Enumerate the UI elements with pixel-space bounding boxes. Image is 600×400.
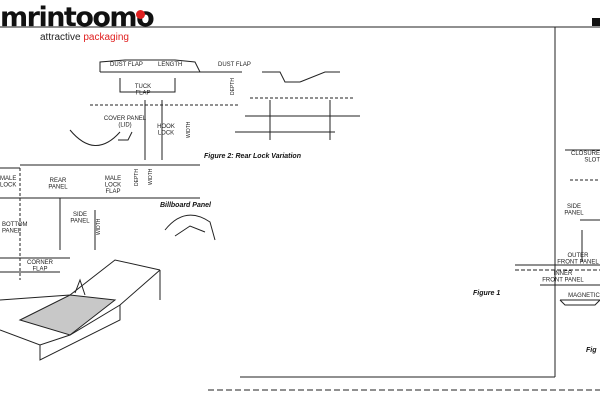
registered-mark-icon [136,10,145,19]
figure-captions: Figure 2: Rear Lock Variation Billboard … [160,153,597,354]
figure2-dieline [235,71,360,140]
label-magnetic-lock: MAGNETIC LOCK [568,293,600,299]
label-dust-flap-right: DUST FLAP [218,62,251,68]
tuck-flap-outline [99,59,201,73]
frame-lines [0,26,600,391]
label-length: LENGTH [158,62,182,68]
fig1-magnetic-tab [559,299,600,306]
logo-tagline: attractive packaging [40,32,129,43]
fig2-flap-mid [299,71,340,83]
billboard-panel-shape [164,214,216,241]
dim-depth-2: DEPTH [134,169,140,186]
dim-depth-1: DEPTH [230,78,236,95]
tray-tab [74,278,86,296]
tray-floor [18,294,117,336]
label-cover-panel: COVER PANEL(LID) [104,116,147,129]
caption-figure-2: Figure 2: Rear Lock Variation [204,153,301,160]
top-dieline [20,59,242,166]
dimension-labels: DEPTH WIDTH WIDTH DEPTH WIDTH [96,78,236,235]
brand-logo: mrintoomo attractive packaging [0,2,155,44]
logo-wordmark: mrintoomo [0,2,155,33]
dim-width-2: WIDTH [148,168,154,185]
corner-mark-icon [592,18,600,26]
tray-front-wall [39,305,121,361]
notch-right [118,131,133,141]
label-dust-flap-left: DUST FLAP [110,62,143,68]
fig2-flap-left [262,71,300,83]
tuck-flap-inner [119,78,176,93]
caption-figure-1: Figure 1 [473,290,500,297]
left-dieline [0,167,200,280]
tray-illustration [0,214,216,361]
caption-billboard-panel: Billboard Panel [160,202,212,209]
tray-back-wall [0,259,161,301]
dim-width-3: WIDTH [96,218,102,235]
tray-front-edge [0,269,161,346]
thumb-notch-left [69,129,121,146]
caption-figure-cut: Fig [586,347,597,354]
figure1-dieline [515,149,600,306]
dim-width-1: WIDTH [186,121,192,138]
billboard-panel-edge [174,225,206,237]
